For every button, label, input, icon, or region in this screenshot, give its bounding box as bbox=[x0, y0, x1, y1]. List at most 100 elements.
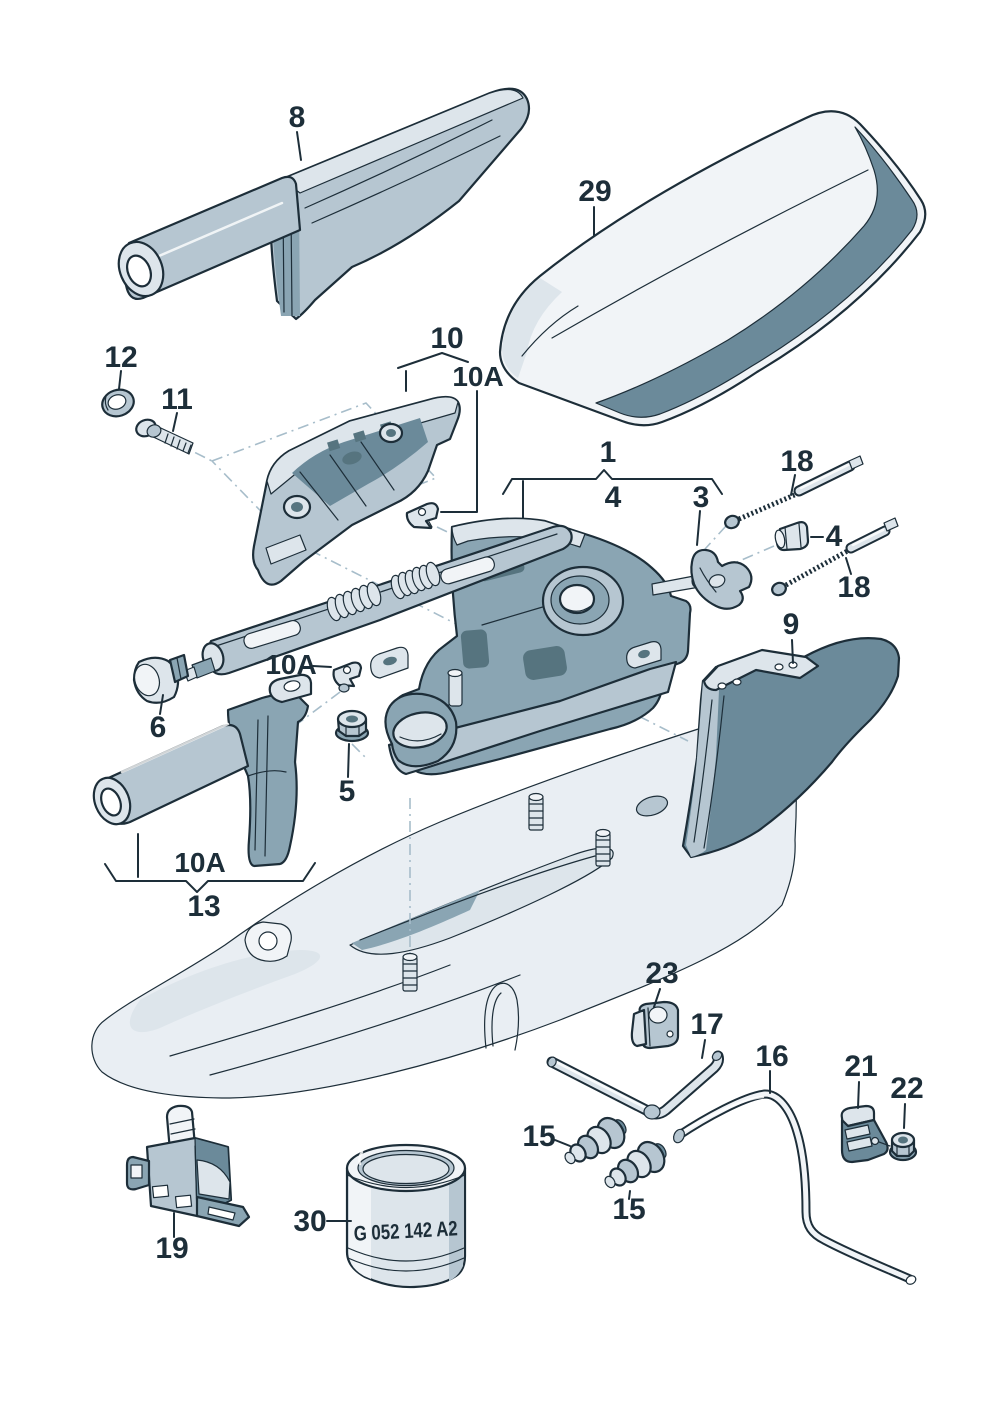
leader-15-upper bbox=[554, 1139, 571, 1147]
callout-18-lower[interactable]: 18 bbox=[837, 571, 870, 604]
leader-6 bbox=[159, 694, 164, 715]
console-surface bbox=[91, 699, 797, 1099]
callout-17[interactable]: 17 bbox=[690, 1008, 723, 1041]
leader-17 bbox=[701, 1039, 706, 1059]
clip-flange bbox=[630, 1008, 648, 1048]
leader-22 bbox=[903, 1103, 906, 1129]
lever-slot-1 bbox=[243, 619, 301, 649]
callout-10[interactable]: 10 bbox=[430, 322, 463, 355]
grip-tube-highlight bbox=[120, 722, 230, 774]
clip-hole bbox=[417, 507, 427, 517]
front-foot-recess bbox=[392, 711, 448, 749]
rod-collar bbox=[672, 1128, 686, 1144]
part-13-handle-grip bbox=[92, 673, 313, 868]
callout-21[interactable]: 21 bbox=[844, 1050, 877, 1083]
clip-body bbox=[332, 661, 363, 688]
callout-13[interactable]: 13 bbox=[187, 890, 220, 923]
canister-highlight bbox=[349, 1170, 371, 1279]
cable-nipple bbox=[771, 581, 787, 597]
console-contour-line-2 bbox=[209, 974, 521, 1076]
console-screw-hole bbox=[258, 931, 278, 951]
console-stud-2 bbox=[595, 828, 611, 867]
handle-grip-bore bbox=[125, 254, 153, 288]
console-stud-1 bbox=[528, 792, 544, 831]
part-8-handbrake-handle bbox=[117, 87, 531, 321]
part-15-grommet-upper bbox=[564, 1116, 627, 1165]
bracket-oval-hole bbox=[342, 451, 362, 465]
grommet-nose bbox=[604, 1175, 616, 1189]
part-15-grommet-lower bbox=[604, 1140, 667, 1189]
callout-8[interactable]: 8 bbox=[289, 101, 306, 134]
callout-labels: 8 29 12 11 10 10A 1 4 3 18 4 18 9 6 10A … bbox=[104, 101, 923, 1265]
grip-boot bbox=[226, 692, 310, 868]
callout-10a-upper[interactable]: 10A bbox=[452, 361, 503, 392]
leader-10a-upper bbox=[440, 390, 478, 513]
lid-left-face bbox=[502, 278, 562, 378]
callout-10a-mid[interactable]: 10A bbox=[265, 649, 316, 680]
grommet-ring-hole bbox=[107, 394, 127, 410]
cover-mount-plate bbox=[702, 648, 820, 692]
part-10-bracket bbox=[252, 395, 461, 586]
grommet-nose bbox=[564, 1151, 576, 1165]
grip-ear-hole bbox=[283, 680, 301, 692]
callout-10a-lower[interactable]: 10A bbox=[174, 847, 225, 878]
part-23-cable-clip bbox=[630, 1000, 680, 1050]
callout-9[interactable]: 9 bbox=[783, 608, 800, 641]
callout-6[interactable]: 6 bbox=[150, 711, 167, 744]
part-3-cable-equalizer bbox=[690, 548, 753, 610]
console-base bbox=[91, 699, 797, 1099]
part-21-mount-bracket bbox=[840, 1104, 891, 1164]
cable-nipple bbox=[724, 514, 740, 530]
callout-12[interactable]: 12 bbox=[104, 341, 137, 374]
callout-15-lower[interactable]: 15 bbox=[612, 1193, 645, 1226]
leader-18-lower bbox=[845, 557, 852, 575]
button-face bbox=[133, 663, 161, 697]
leader-10a-mid bbox=[312, 665, 332, 668]
bolt-collar bbox=[146, 424, 162, 438]
pivot-bore bbox=[558, 583, 596, 615]
guide-ferrule bbox=[643, 1104, 661, 1120]
guide-end-cap bbox=[711, 1050, 723, 1062]
callout-3[interactable]: 3 bbox=[693, 481, 710, 514]
callout-22[interactable]: 22 bbox=[890, 1072, 923, 1105]
handle-grip-highlight bbox=[143, 201, 284, 264]
mount-ear-left-hole bbox=[383, 656, 397, 666]
leader-lines bbox=[104, 131, 906, 1238]
leader-8 bbox=[296, 131, 302, 161]
cable-end-fitting bbox=[883, 517, 899, 532]
part-12-grommet bbox=[101, 388, 135, 418]
callout-1[interactable]: 1 bbox=[600, 436, 617, 469]
callout-19[interactable]: 19 bbox=[155, 1232, 188, 1265]
bracket-boss-2-hole bbox=[386, 429, 396, 437]
switch-slot-2 bbox=[174, 1194, 193, 1209]
leader-12 bbox=[118, 370, 122, 390]
nut-alignment-line bbox=[351, 743, 369, 761]
callout-15-upper[interactable]: 15 bbox=[522, 1120, 555, 1153]
bracket-bottom-tab bbox=[265, 534, 307, 565]
callout-16[interactable]: 16 bbox=[755, 1040, 788, 1073]
callout-11[interactable]: 11 bbox=[161, 383, 193, 416]
callout-30[interactable]: 30 bbox=[293, 1205, 326, 1238]
console-belt-guide-inner bbox=[491, 992, 502, 1047]
cover-plate-hole-2 bbox=[732, 678, 742, 686]
callout-4-under[interactable]: 4 bbox=[605, 481, 622, 514]
bracket-clamp-slot-2 bbox=[846, 1136, 873, 1152]
leader-23 bbox=[653, 988, 661, 1008]
housing-window-3 bbox=[523, 646, 567, 680]
cover-body bbox=[681, 637, 901, 859]
lid-seam-1 bbox=[551, 169, 869, 339]
callout-29[interactable]: 29 bbox=[578, 175, 611, 208]
part-6-release-button bbox=[132, 653, 190, 704]
leader-9 bbox=[791, 639, 794, 664]
leader-18-upper bbox=[790, 474, 796, 496]
leader-11 bbox=[172, 412, 178, 432]
part-9-side-cover bbox=[681, 637, 901, 859]
callout-5[interactable]: 5 bbox=[339, 775, 356, 808]
leader-5 bbox=[347, 743, 350, 778]
rod-open-end bbox=[905, 1275, 917, 1285]
callout-23[interactable]: 23 bbox=[645, 957, 678, 990]
callout-18-upper[interactable]: 18 bbox=[780, 445, 813, 478]
grip-tube-bore bbox=[100, 787, 122, 817]
callout-4-right[interactable]: 4 bbox=[826, 520, 843, 553]
